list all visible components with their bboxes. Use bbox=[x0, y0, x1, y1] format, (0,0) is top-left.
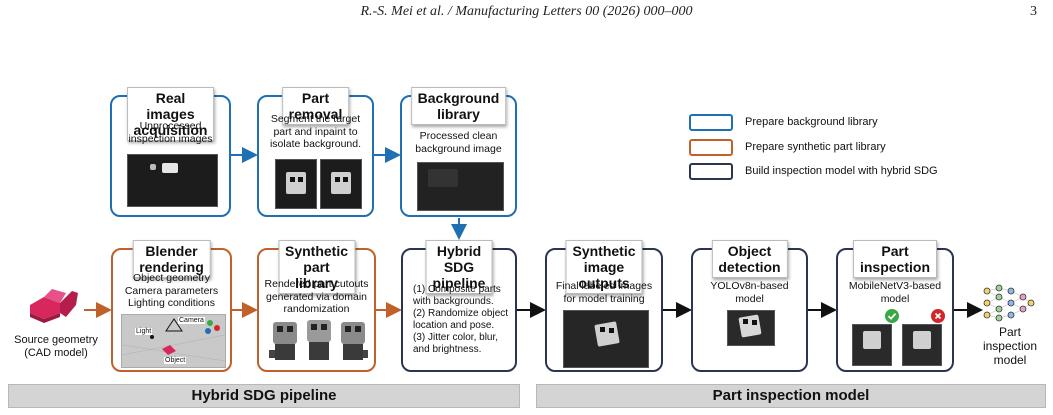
legend-swatch-orange bbox=[689, 139, 733, 156]
synthetic-image-outputs-desc: Final labeled images for model training bbox=[555, 280, 653, 305]
part-removal-desc: Segment the target part and inpaint to i… bbox=[269, 113, 362, 150]
synthetic-part-library-box: Synthetic part library Rendered part cut… bbox=[257, 240, 376, 372]
blender-rendering-desc: Object geometry Camera parameters Lighti… bbox=[124, 272, 219, 309]
scene-label-camera: Camera bbox=[178, 317, 205, 324]
object-detection-title: Object detection bbox=[711, 240, 788, 278]
inpainted-background-image bbox=[320, 159, 362, 209]
synthetic-image-outputs-title: Synthetic image outputs bbox=[565, 240, 643, 294]
real-images-acquisition-box: Real images acquisition Unprocessed insp… bbox=[110, 87, 231, 217]
hybrid-sdg-pipeline-title: Hybrid SDG pipeline bbox=[425, 240, 493, 294]
object-detection-box: Object detection YOLOv8n-based model bbox=[691, 240, 808, 372]
synthetic-output-image bbox=[563, 310, 649, 368]
blender-scene-image: Light Camera Object bbox=[121, 314, 226, 368]
legend-label: Build inspection model with hybrid SDG bbox=[745, 165, 938, 177]
real-inspection-image bbox=[127, 154, 218, 207]
rendered-part-cutouts bbox=[269, 320, 368, 360]
part-removal-box: Part removal Segment the target part and… bbox=[257, 87, 374, 217]
running-header: R.-S. Mei et al. / Manufacturing Letters… bbox=[360, 4, 693, 19]
part-inspection-box: Part inspection MobileNetV3-based model bbox=[836, 240, 954, 372]
blender-rendering-title: Blender rendering bbox=[132, 240, 211, 278]
legend-label: Prepare background library bbox=[745, 116, 878, 128]
part-removal-title: Part removal bbox=[281, 87, 350, 125]
legend-swatch-blue bbox=[689, 114, 733, 131]
background-library-box: Background library Processed clean backg… bbox=[400, 87, 517, 217]
hybrid-sdg-pipeline-box: Hybrid SDG pipeline (1) Composite parts … bbox=[401, 240, 517, 372]
neural-network-icon bbox=[983, 284, 1035, 322]
footer-part-inspection-model: Part inspection model bbox=[536, 384, 1046, 408]
clean-background-image bbox=[417, 162, 504, 211]
hybrid-sdg-pipeline-desc: (1) Composite parts with backgrounds. (2… bbox=[413, 284, 509, 355]
cross-icon bbox=[931, 309, 945, 323]
scene-label-object: Object bbox=[164, 357, 187, 364]
part-inspection-title: Part inspection bbox=[852, 240, 938, 278]
real-images-acquisition-desc: Unprocessed inspection images bbox=[128, 120, 213, 145]
part-inspection-desc: MobileNetV3-based model bbox=[848, 280, 942, 305]
source-geometry-caption: Source geometry (CAD model) bbox=[14, 334, 98, 359]
inspection-pass-image bbox=[852, 324, 892, 366]
legend-swatch-navy bbox=[689, 163, 733, 180]
object-detection-desc: YOLOv8n-based model bbox=[710, 280, 789, 305]
detection-image bbox=[727, 310, 775, 346]
inspection-fail-image bbox=[902, 324, 942, 366]
synthetic-image-outputs-box: Synthetic image outputs Final labeled im… bbox=[545, 240, 663, 372]
real-images-acquisition-title: Real images acquisition bbox=[126, 87, 215, 141]
check-icon bbox=[885, 309, 899, 323]
background-library-desc: Processed clean background image bbox=[415, 130, 502, 155]
legend-label: Prepare synthetic part library bbox=[745, 141, 886, 153]
page-number: 3 bbox=[1030, 4, 1037, 19]
cad-model-icon bbox=[30, 289, 78, 323]
synthetic-part-library-desc: Rendered part cutouts generated via doma… bbox=[264, 278, 369, 315]
part-inspection-model-caption: Part inspection model bbox=[982, 325, 1038, 367]
synthetic-part-library-title: Synthetic part library bbox=[277, 240, 356, 294]
scene-label-light: Light bbox=[135, 328, 153, 335]
segmented-part-image bbox=[275, 159, 317, 209]
background-library-title: Background library bbox=[410, 87, 507, 125]
blender-rendering-box: Blender rendering Object geometry Camera… bbox=[111, 240, 232, 372]
footer-hybrid-sdg-pipeline: Hybrid SDG pipeline bbox=[8, 384, 520, 408]
